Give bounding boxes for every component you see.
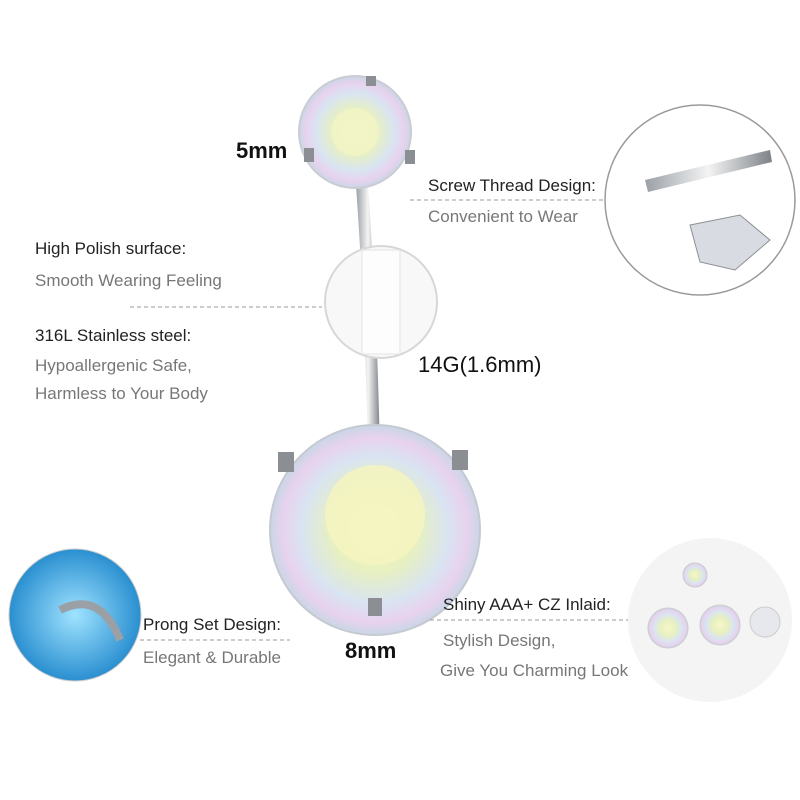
top-gem-size-label: 5mm xyxy=(236,138,288,163)
inset-prong xyxy=(8,548,142,682)
screw-thread-title: Screw Thread Design: xyxy=(428,176,596,195)
steel-title: 316L Stainless steel: xyxy=(35,326,192,345)
prong-set-title: Prong Set Design: xyxy=(143,615,281,634)
cz-inlaid-desc-2: Give You Charming Look xyxy=(440,661,629,680)
high-polish-title: High Polish surface: xyxy=(35,239,187,258)
bottom-gem-size-label: 8mm xyxy=(345,638,397,663)
steel-desc-2: Harmless to Your Body xyxy=(35,384,208,403)
prong-set-desc: Elegant & Durable xyxy=(143,648,281,667)
cz-inlaid-title: Shiny AAA+ CZ Inlaid: xyxy=(443,595,611,614)
top-gem xyxy=(298,75,415,189)
leader-lines xyxy=(130,199,630,641)
steel-desc-1: Hypoallergenic Safe, xyxy=(35,356,192,375)
inset-cz-stones xyxy=(628,538,792,702)
gauge-label: 14G(1.6mm) xyxy=(418,352,542,377)
high-polish-desc: Smooth Wearing Feeling xyxy=(35,271,222,290)
bottom-gem xyxy=(269,424,481,636)
inset-screw-thread xyxy=(604,104,796,296)
screw-thread-desc: Convenient to Wear xyxy=(428,207,578,226)
cz-inlaid-desc-1: Stylish Design, xyxy=(443,631,556,650)
